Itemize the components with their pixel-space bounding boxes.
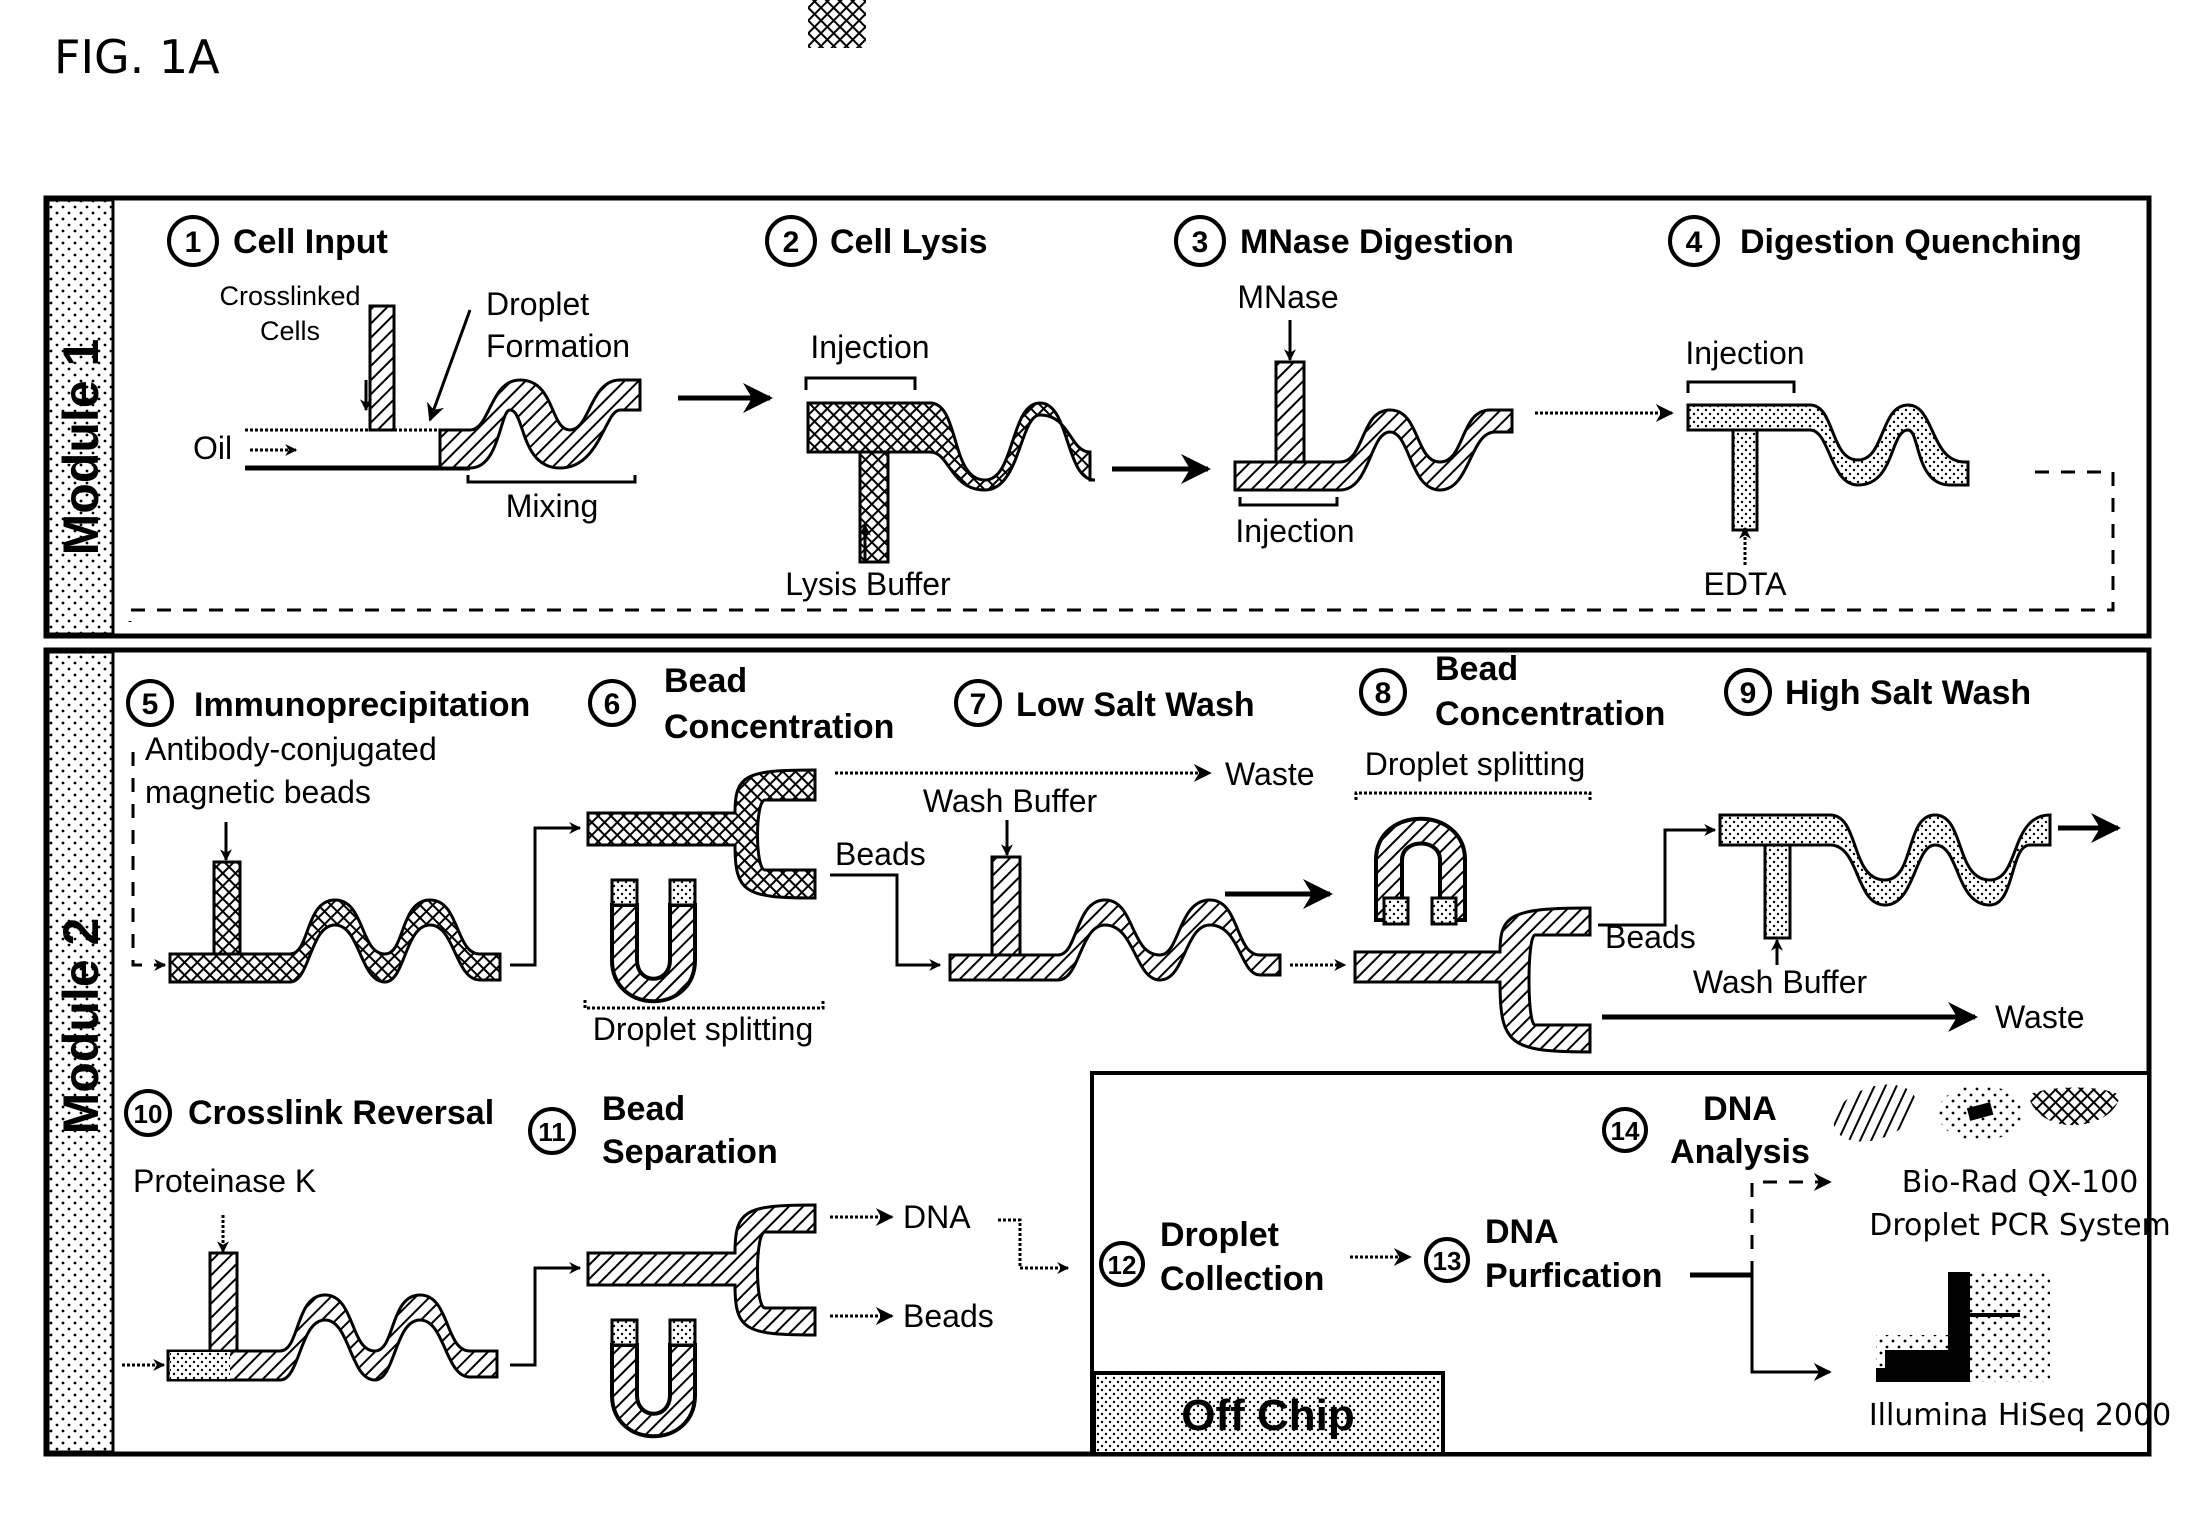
step-number: 10 (134, 1099, 163, 1129)
injection-label: Injection (1685, 335, 1804, 371)
wash-buffer-label: Wash Buffer (923, 783, 1098, 819)
inlet-fluid (170, 1352, 230, 1379)
off-chip-label: Off Chip (1181, 1391, 1355, 1440)
droplet-splitting-label: Droplet splitting (593, 1011, 814, 1047)
step-number: 6 (604, 688, 621, 721)
step-number: 7 (970, 688, 987, 721)
beads-label: Beads (903, 1298, 994, 1334)
step-title-line1: Bead (602, 1090, 685, 1128)
step-number: 3 (1192, 226, 1209, 259)
step-number: 2 (783, 226, 800, 259)
step-12-title-line2: Collection (1160, 1260, 1324, 1298)
step-title-line2: Separation (602, 1133, 778, 1171)
mnase-label: MNase (1237, 279, 1338, 315)
waste-label: Waste (1225, 756, 1315, 792)
cell-inlet-channel (370, 306, 394, 430)
magnet-pole (1384, 898, 1408, 924)
oil-label: Oil (193, 430, 232, 466)
magnet-pole (670, 880, 695, 905)
wash-buffer-label: Wash Buffer (1693, 964, 1868, 1000)
droplet-splitting-label: Droplet splitting (1365, 746, 1586, 782)
step-title: Low Salt Wash (1016, 686, 1255, 724)
step-number: 9 (1740, 677, 1757, 710)
antibody-beads-label-line1: Antibody-conjugated (145, 731, 437, 767)
magnet-pole (1432, 898, 1456, 924)
crosslinked-cells-label-line2: Cells (260, 316, 320, 346)
step-number: 11 (538, 1117, 566, 1147)
proteinase-k-label: Proteinase K (133, 1163, 316, 1199)
wash-inlet (992, 857, 1020, 955)
off-chip-region: Off Chip 12 Droplet Collection 13 DNA Pu… (1092, 1073, 2171, 1454)
step-number: 13 (1433, 1246, 1462, 1276)
mixing-label: Mixing (506, 488, 598, 524)
magnet-pole (612, 880, 637, 905)
step-13-title-line1: DNA (1485, 1213, 1559, 1251)
lysis-junction (808, 0, 866, 48)
crosslinked-cells-label-line1: Crosslinked (219, 281, 360, 311)
step-title-line1: Bead (1435, 650, 1518, 688)
magnet-pole (612, 1320, 637, 1345)
mnase-inlet (1276, 362, 1304, 462)
biorad-label-line1: Bio-Rad QX-100 (1902, 1165, 2139, 1200)
step-number: 1 (185, 226, 202, 259)
module-1-frame (46, 198, 2149, 636)
droplet-formation-label-line1: Droplet (486, 286, 589, 322)
step-title: Immunoprecipitation (194, 686, 530, 724)
biorad-label-line2: Droplet PCR System (1869, 1208, 2171, 1243)
injection-label: Injection (1235, 513, 1354, 549)
bead-inlet (214, 862, 240, 954)
module-1-label: Module 1 (53, 339, 109, 556)
edta-label: EDTA (1704, 566, 1788, 602)
step-title: High Salt Wash (1785, 674, 2031, 712)
step-title: MNase Digestion (1240, 223, 1514, 261)
step-title: Digestion Quenching (1740, 223, 2082, 261)
module-2-label: Module 2 (53, 918, 109, 1135)
wash-inlet (1765, 845, 1790, 938)
edta-inlet (1733, 430, 1757, 530)
step-title-line2: Concentration (1435, 695, 1665, 733)
antibody-beads-label-line2: magnetic beads (145, 774, 371, 810)
step-14-title-line1: DNA (1703, 1090, 1777, 1128)
step-12-title-line1: Droplet (1160, 1216, 1279, 1254)
lysis-buffer-label: Lysis Buffer (785, 566, 951, 602)
step-title-line1: Bead (664, 662, 747, 700)
illumina-label: Illumina HiSeq 2000 (1869, 1398, 2171, 1433)
step-title: Crosslink Reversal (188, 1094, 494, 1132)
step-number: 8 (1375, 677, 1392, 710)
step-number: 14 (1611, 1116, 1640, 1146)
magnet-pole (670, 1320, 695, 1345)
waste-label: Waste (1995, 999, 2085, 1035)
step-title: Cell Input (233, 223, 388, 261)
step-14-title-line2: Analysis (1670, 1133, 1810, 1171)
injection-label: Injection (810, 329, 929, 365)
step-title: Cell Lysis (830, 223, 987, 261)
step-13-title-line2: Purfication (1485, 1257, 1663, 1295)
step-number: 5 (142, 688, 159, 721)
module-1: Module 1 1 Cell Input Crosslinked Cells … (46, 0, 2149, 636)
step-number: 4 (1686, 226, 1703, 259)
dna-label: DNA (903, 1199, 971, 1235)
step-title-line2: Concentration (664, 708, 894, 746)
step-number: 12 (1108, 1250, 1137, 1280)
proteinase-inlet (210, 1253, 237, 1351)
beads-label: Beads (835, 836, 926, 872)
module-2: Module 2 5 Immunoprecipitation Antibody-… (46, 650, 2171, 1454)
droplet-formation-label-line2: Formation (486, 328, 630, 364)
